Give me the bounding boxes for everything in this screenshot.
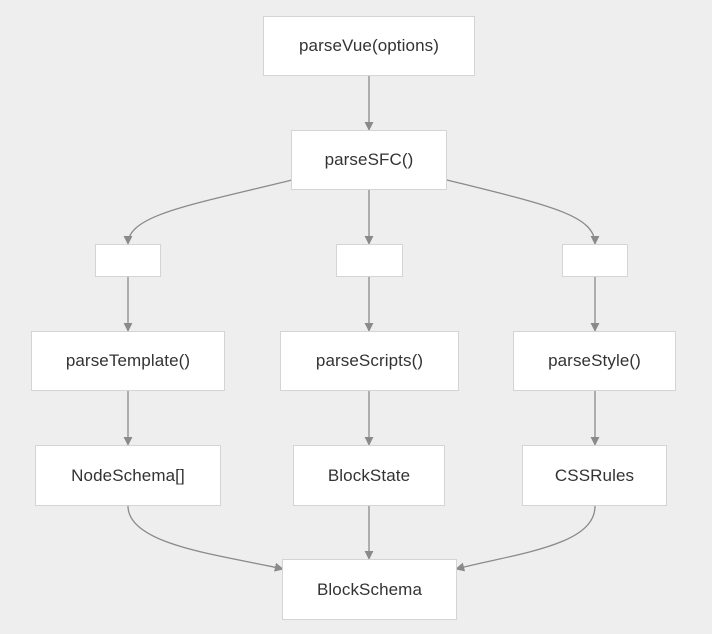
edge-parsesfc-to-empty-left: [123, 179, 293, 245]
node-css-rules: CSSRules: [522, 445, 667, 506]
node-parse-vue: parseVue(options): [263, 16, 475, 76]
edge-parsesfc-to-empty-right: [446, 179, 600, 245]
node-block-state: BlockState: [293, 445, 445, 506]
node-parse-sfc: parseSFC(): [291, 130, 447, 190]
node-block-schema: BlockSchema: [282, 559, 457, 620]
node-empty-right: [562, 244, 628, 277]
node-parse-template: parseTemplate(): [31, 331, 225, 391]
node-empty-middle: [336, 244, 403, 277]
node-parse-style: parseStyle(): [513, 331, 676, 391]
edge-cssrules-to-blockschema: [455, 505, 596, 572]
edge-nodeschema-to-blockschema: [127, 505, 284, 572]
node-node-schema: NodeSchema[]: [35, 445, 221, 506]
node-parse-scripts: parseScripts(): [280, 331, 459, 391]
node-empty-left: [95, 244, 161, 277]
